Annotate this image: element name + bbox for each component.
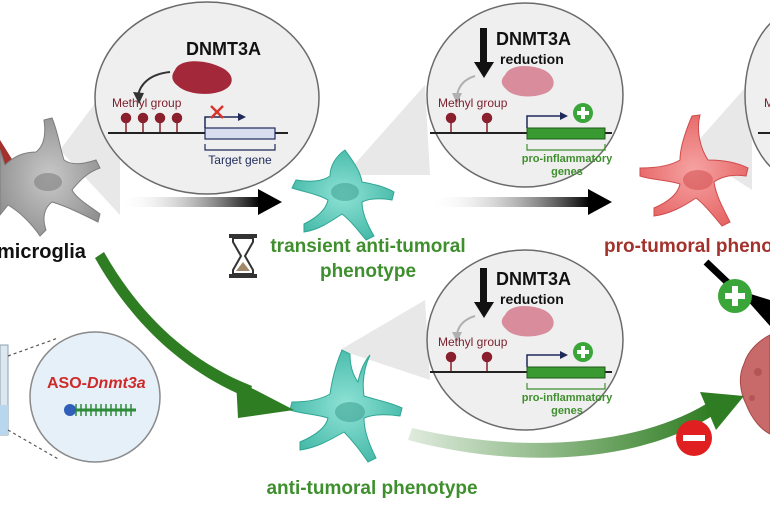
microglia-cell-teal-anti xyxy=(289,349,403,463)
anti-tumoral-label: anti-tumoral phenotype xyxy=(266,478,477,499)
pro-inflammatory-label: pro-inflammatory xyxy=(522,153,613,165)
methyl-group-label-partial: M xyxy=(764,96,770,110)
zoom-dashed-line xyxy=(7,337,59,357)
promoter-arrow xyxy=(526,115,560,128)
promoter-arrowhead xyxy=(560,112,568,120)
methyl-groups xyxy=(120,112,183,133)
green-arrow-to-tumor xyxy=(408,404,712,458)
dnmt3a-enzyme xyxy=(172,61,232,94)
promoter-arrowhead xyxy=(238,113,246,121)
plus-icon xyxy=(718,279,752,313)
pro-inflammatory-label: pro-inflammatory xyxy=(522,392,613,404)
dnmt3a-enzyme-faded xyxy=(501,65,554,97)
aso-zoom-circle xyxy=(29,331,161,463)
methyl-groups xyxy=(445,351,493,372)
genes-label: genes xyxy=(551,166,583,178)
zoom-cone-3 xyxy=(340,300,430,380)
plus-icon xyxy=(573,103,593,123)
transition-arrow-1 xyxy=(120,189,282,215)
target-gene-label: Target gene xyxy=(208,153,272,167)
transient-phenotype-label-line1: transient anti-tumoral xyxy=(270,236,465,257)
minus-icon xyxy=(676,420,712,456)
aso-label: ASO-Dnmt3a xyxy=(47,375,146,392)
gene-bracket xyxy=(526,383,606,390)
reduction-label: reduction xyxy=(500,51,564,67)
zoom-cone-2 xyxy=(345,85,430,175)
microglia-cell-teal-transient xyxy=(291,149,395,241)
zoom-dashed-line xyxy=(7,429,61,461)
aso-tube xyxy=(0,344,9,436)
zoom-cone-4 xyxy=(690,80,752,190)
transition-arrow-2 xyxy=(430,189,612,215)
dnmt3a-label: DNMT3A xyxy=(186,39,261,59)
plus-icon xyxy=(573,342,593,362)
hourglass-icon xyxy=(229,234,257,278)
microglia-cell-grey xyxy=(0,117,101,237)
aso-oligo xyxy=(64,404,136,416)
transfer-arrowhead-faded xyxy=(452,332,462,342)
methyl-groups xyxy=(445,112,493,133)
target-gene-bracket xyxy=(204,144,276,151)
transfer-arrowhead xyxy=(133,92,144,104)
gene-bracket xyxy=(526,144,606,151)
pro-inflammatory-gene-box xyxy=(526,366,606,379)
promoter-arrowhead xyxy=(560,351,568,359)
cross-icon xyxy=(210,105,224,119)
zoom-bubble-3 xyxy=(426,249,624,431)
methyl-group-label: Methyl group xyxy=(438,335,508,349)
green-arrow-head-1 xyxy=(236,380,294,418)
dnmt3a-label: DNMT3A xyxy=(496,29,571,49)
down-arrow-icon xyxy=(474,268,494,318)
zoom-bubble-4 xyxy=(744,22,770,168)
pro-inflammatory-gene-box xyxy=(526,127,606,140)
green-arrow-head-2 xyxy=(700,392,744,430)
microglia-label: microglia xyxy=(0,241,87,263)
transfer-arrowhead-faded xyxy=(452,93,462,104)
genes-label: genes xyxy=(551,405,583,417)
dnmt3a-label: DNMT3A xyxy=(496,269,571,289)
pro-tumoral-label: pro-tumoral pheno xyxy=(604,236,770,257)
zoom-bubble-1 xyxy=(94,1,320,195)
promoter-arrow xyxy=(526,354,560,367)
dnmt3a-enzyme-faded xyxy=(501,305,554,337)
down-arrow-icon xyxy=(474,28,494,78)
tumor-cell xyxy=(739,334,770,435)
microglia-cell-red xyxy=(639,114,749,227)
methyl-group-label: Methyl group xyxy=(438,96,508,110)
reduction-label: reduction xyxy=(500,291,564,307)
methyl-group-label: Methyl group xyxy=(112,96,182,110)
promoter-arrow xyxy=(204,116,238,128)
target-gene-box xyxy=(204,127,276,140)
transient-phenotype-label-line2: phenotype xyxy=(320,261,416,282)
